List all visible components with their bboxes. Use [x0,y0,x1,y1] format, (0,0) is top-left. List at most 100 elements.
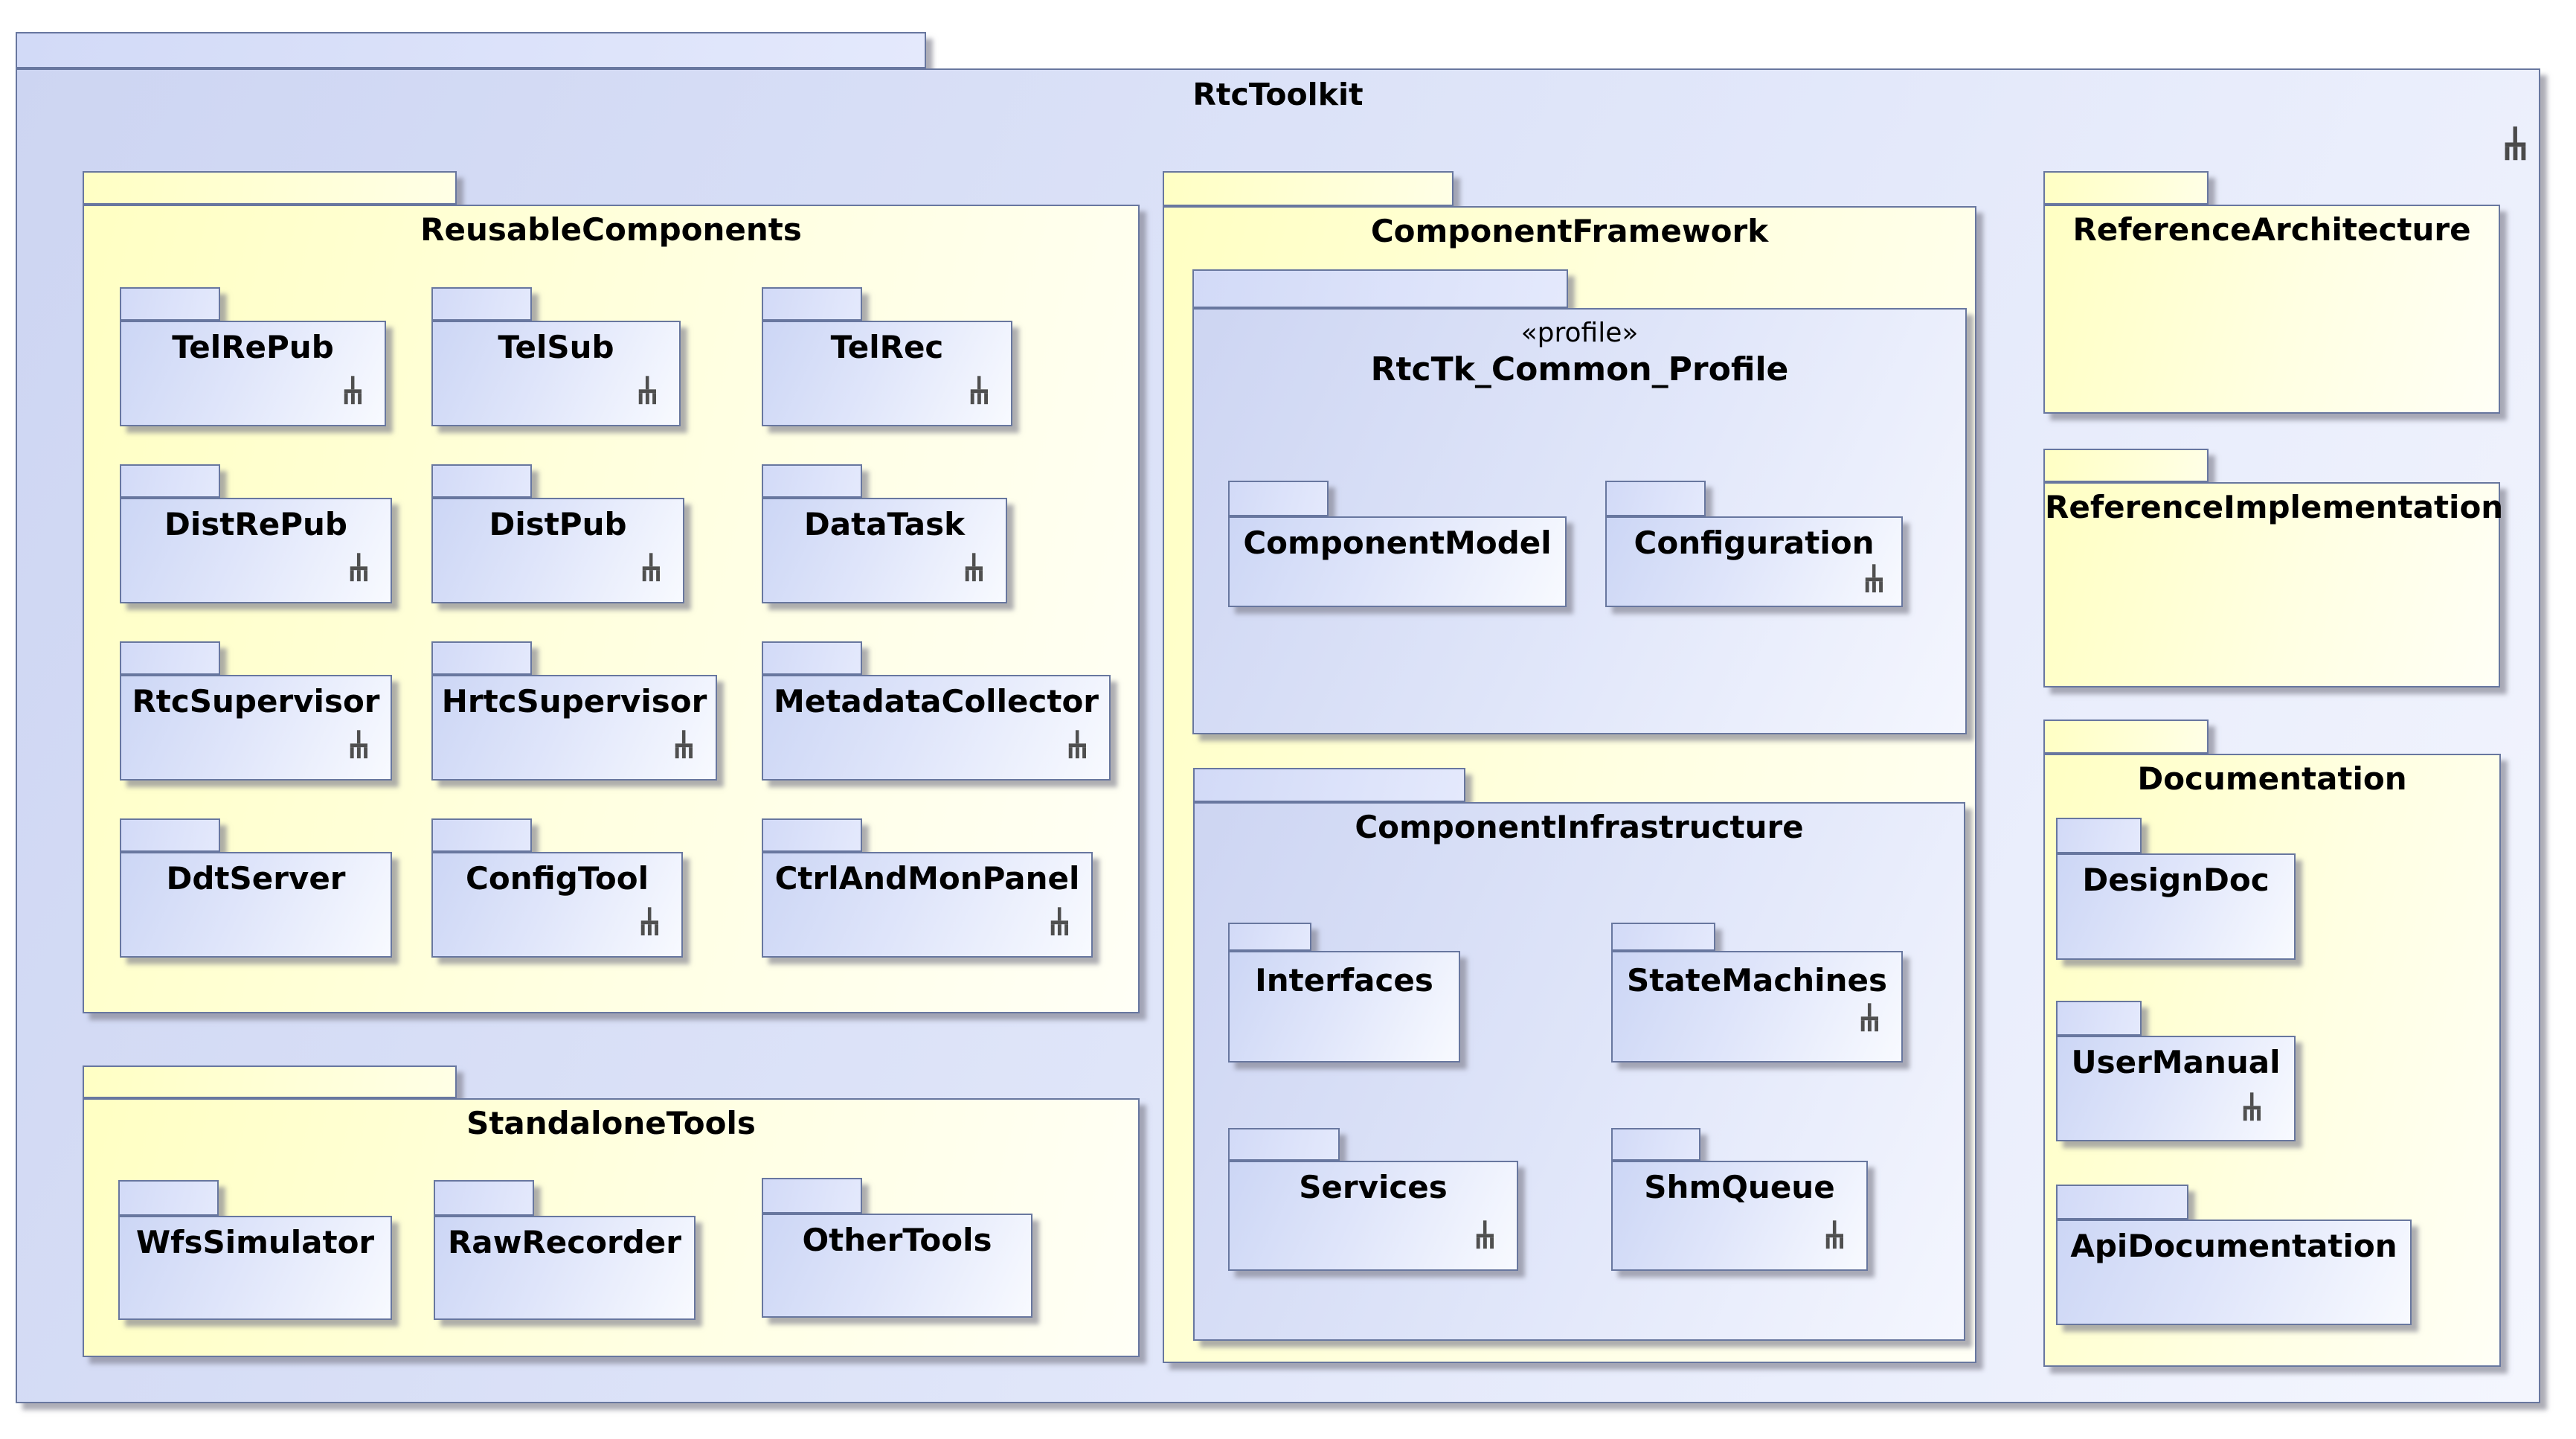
package-tab [1228,923,1311,951]
package-label: CtrlAndMonPanel [774,860,1080,897]
package-tab [762,287,862,321]
package-tab [120,287,220,321]
members-fork-icon [344,376,362,405]
package-body: Configuration [1605,516,1903,607]
package-label: UserManual [2071,1044,2281,1080]
package-body: Documentation DesignDoc UserManual [2043,754,2501,1367]
package-body: DistRePub [120,498,392,603]
members-fork-icon [675,730,693,759]
package-tab [434,1180,534,1216]
members-fork-icon [1825,1220,1843,1249]
package-body: MetadataCollector [762,675,1111,781]
package-tab [2056,1001,2142,1036]
package-label: ConfigTool [466,860,649,897]
package-body: WfsSimulator [118,1216,392,1320]
members-fork-icon [638,376,656,405]
package-body: ConfigTool [431,852,683,958]
package-label: ComponentModel [1243,525,1552,561]
members-fork-icon [1068,730,1086,759]
package-tab [431,641,532,675]
package-label: StateMachines [1627,962,1887,999]
package-label: DistRePub [164,506,347,542]
package-tab [1611,923,1715,951]
package-body: StateMachines [1611,951,1903,1063]
package-label: ReferenceImplementation [2045,489,2504,525]
package-label: Configuration [1634,525,1875,561]
package-label: Documentation [2137,760,2407,797]
package-tab [762,464,862,498]
package-body: «profile» RtcTk_Common_Profile Component… [1192,308,1967,734]
package-tab [762,1178,862,1214]
package-label: OtherTools [802,1222,992,1258]
package-header: «profile» RtcTk_Common_Profile [1194,317,1965,390]
package-tab [762,641,862,675]
package-label: RtcTk_Common_Profile [1370,350,1789,389]
package-label: TelRePub [172,329,334,365]
package-tab [2043,720,2209,754]
package-body: DdtServer [120,852,392,958]
package-tab [1228,481,1329,516]
package-body: Services [1228,1161,1518,1271]
package-body: Interfaces [1228,951,1460,1063]
package-body: ShmQueue [1611,1161,1868,1271]
members-fork-icon [1050,907,1068,936]
package-label: RawRecorder [447,1224,682,1260]
members-fork-icon [965,553,983,582]
package-body: ReferenceArchitecture [2043,205,2500,414]
members-fork-icon [642,553,660,582]
package-body: UserManual [2056,1036,2296,1141]
package-label: ComponentInfrastructure [1355,809,1804,845]
package-label: WfsSimulator [135,1224,375,1260]
package-tab [1193,768,1465,802]
package-label: MetadataCollector [773,683,1099,720]
package-label: DdtServer [166,860,346,897]
package-tab [431,464,532,498]
package-tab [120,641,220,675]
package-body: CtrlAndMonPanel [762,852,1093,958]
members-fork-icon [1476,1220,1494,1249]
package-label: TelRec [830,329,944,365]
package-label: ComponentFramework [1370,213,1769,249]
package-tab [431,287,532,321]
package-tab [1605,481,1706,516]
package-tab [120,464,220,498]
package-body: TelRec [762,321,1012,426]
package-body: HrtcSupervisor [431,675,717,781]
package-label: RtcSupervisor [132,683,380,720]
members-fork-icon [2505,126,2526,161]
package-body: OtherTools [762,1214,1032,1318]
package-tab [118,1180,219,1216]
package-tab [2043,171,2209,205]
package-tab [2043,449,2209,482]
package-tab [83,171,457,205]
package-label: DataTask [803,506,966,542]
package-body: DistPub [431,498,684,603]
package-tab [1228,1128,1340,1161]
package-tab [1163,171,1454,206]
package-body: ComponentFramework «profile» RtcTk_Commo… [1163,206,1976,1363]
package-body: ComponentInfrastructure Interfaces [1193,802,1965,1341]
package-tab [431,818,532,852]
package-label: Interfaces [1255,962,1433,999]
package-label: ShmQueue [1644,1169,1835,1205]
package-tab [2056,1185,2188,1220]
stereotype-label: «profile» [1520,318,1639,348]
package-label: StandaloneTools [466,1105,756,1141]
package-tab [83,1065,457,1098]
package-label: ReusableComponents [420,211,802,248]
members-fork-icon [640,907,658,936]
package-tab [16,32,926,68]
package-body: ComponentModel [1228,516,1567,607]
package-tab [762,818,862,852]
package-label: TelSub [498,329,614,365]
members-fork-icon [1860,1003,1878,1032]
package-label: ApiDocumentation [2070,1228,2397,1264]
package-label: DistPub [489,506,627,542]
package-label: ReferenceArchitecture [2072,211,2471,248]
package-body: DataTask [762,498,1007,603]
package-body: ApiDocumentation [2056,1220,2412,1325]
package-body: RtcSupervisor [120,675,392,781]
package-body: RtcToolkit ReusableComponents TelRePub [16,68,2540,1403]
package-label: Services [1299,1169,1448,1205]
